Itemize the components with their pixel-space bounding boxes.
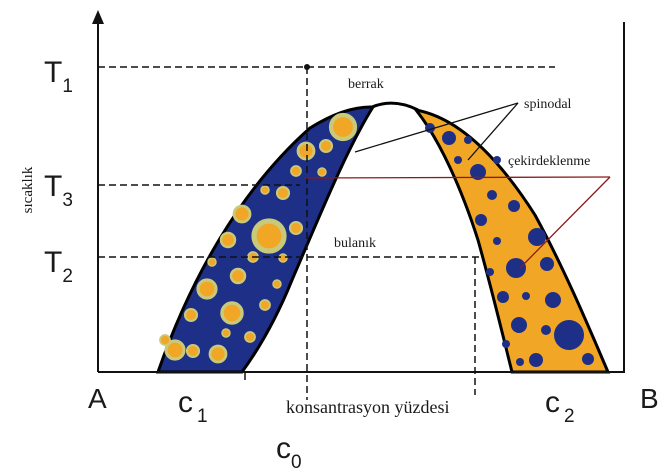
orange-region-droplets (425, 123, 594, 367)
c0-label: c0 (276, 432, 302, 471)
origin-label-a: A (88, 383, 107, 414)
orange-droplet (159, 334, 171, 346)
orange-droplet (259, 299, 271, 311)
nucleation-label: çekirdeklenme (508, 154, 590, 169)
x-axis-label: konsantrasyon yüzdesi (286, 397, 449, 417)
t3-label: T3 (44, 170, 73, 211)
blue-droplet (493, 156, 501, 164)
orange-droplet (296, 141, 316, 161)
orange-droplet (328, 112, 358, 142)
blue-droplet (528, 228, 546, 246)
orange-droplet (232, 204, 252, 224)
nucleation-leader-2 (519, 176, 611, 269)
blue-droplet (541, 325, 551, 335)
orange-droplet (260, 185, 270, 195)
blue-droplet (470, 164, 486, 180)
blue-droplet (508, 200, 520, 212)
orange-droplet (229, 267, 247, 285)
blue-droplet (545, 292, 561, 308)
binodal-curve-top (371, 101, 419, 112)
orange-droplet (220, 301, 244, 325)
blue-droplet (502, 340, 510, 348)
c0-t1-point (304, 64, 310, 70)
orange-droplet (288, 220, 304, 236)
orange-droplet (278, 253, 288, 263)
blue-droplet (486, 268, 494, 276)
orange-droplet (318, 138, 334, 154)
orange-droplet (208, 344, 228, 364)
spinodal-leader-1 (354, 102, 519, 153)
orange-droplet (317, 167, 327, 177)
t1-label: T1 (44, 56, 73, 97)
blue-droplet (516, 358, 524, 366)
turbid-region-label: bulanık (334, 236, 376, 251)
blue-droplet (454, 156, 462, 164)
blue-droplet (464, 136, 472, 144)
blue-droplet (529, 353, 543, 367)
end-label-b: B (640, 383, 659, 414)
spinodal-label: spinodal (524, 97, 572, 112)
orange-droplet (275, 185, 291, 201)
blue-droplet (554, 320, 584, 350)
orange-droplet (164, 339, 186, 361)
orange-droplet (221, 328, 231, 338)
orange-droplet (196, 278, 218, 300)
blue-droplet (487, 190, 497, 200)
blue-droplet (475, 214, 487, 226)
orange-droplet (244, 331, 256, 343)
blue-droplet (442, 131, 456, 145)
nucleation-leader-1 (304, 176, 611, 179)
orange-droplet (251, 218, 287, 254)
blue-droplet (582, 353, 594, 365)
blue-droplet (506, 258, 526, 278)
orange-droplet (183, 307, 199, 323)
blue-region-droplets (159, 112, 358, 364)
orange-droplet (272, 279, 282, 289)
blue-droplet (511, 317, 527, 333)
blue-droplet (497, 291, 509, 303)
spinodal-leader-2 (467, 102, 519, 161)
blue-droplet (493, 237, 501, 245)
blue-droplet (540, 257, 554, 271)
orange-droplet (290, 165, 302, 177)
clear-region-label: berrak (348, 77, 384, 92)
orange-droplet (185, 343, 201, 359)
t2-label: T2 (44, 246, 73, 287)
orange-droplet (207, 257, 217, 267)
blue-droplet (522, 292, 530, 300)
orange-droplet (219, 231, 237, 249)
y-axis-label: sıcaklık (20, 166, 36, 213)
y-axis-arrow (92, 10, 104, 24)
